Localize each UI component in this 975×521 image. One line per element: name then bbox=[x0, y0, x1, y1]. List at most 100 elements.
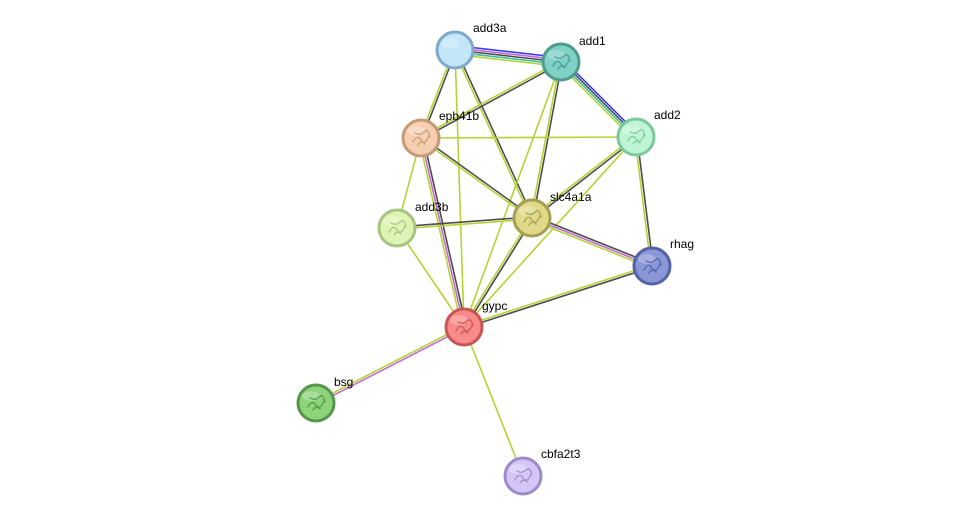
edge-evidence-line bbox=[396, 218, 533, 230]
edge-evidence-line bbox=[530, 135, 637, 218]
node-circle[interactable] bbox=[401, 118, 441, 158]
node-label: add3b bbox=[415, 200, 449, 214]
node-highlight bbox=[547, 50, 565, 60]
node-label: rhag bbox=[670, 237, 694, 251]
edge-evidence-line bbox=[420, 137, 465, 328]
node-highlight bbox=[407, 126, 425, 136]
edge-evidence-line bbox=[420, 136, 534, 218]
edge-evidence-line bbox=[453, 49, 532, 220]
protein-structure-icon bbox=[412, 130, 431, 146]
node-label: bsg bbox=[334, 375, 353, 389]
node-circle[interactable] bbox=[435, 30, 475, 70]
edge-add3b-gypc[interactable] bbox=[396, 227, 465, 328]
edge-evidence-line bbox=[463, 61, 562, 328]
edge-evidence-line bbox=[455, 48, 534, 219]
node-highlight bbox=[383, 216, 401, 226]
node-circle[interactable] bbox=[616, 117, 656, 157]
protein-structure-icon bbox=[523, 210, 542, 226]
edge-evidence-line bbox=[454, 49, 465, 328]
edge-evidence-line bbox=[396, 227, 465, 328]
node-gypc[interactable]: gypc bbox=[444, 299, 507, 347]
edge-evidence-line bbox=[531, 137, 638, 220]
edge-add2-slc4a1a[interactable] bbox=[530, 135, 638, 220]
edge-add3b-slc4a1a[interactable] bbox=[396, 216, 533, 230]
node-circle[interactable] bbox=[541, 42, 581, 82]
protein-structure-icon bbox=[307, 395, 326, 411]
edge-add3a-gypc[interactable] bbox=[454, 49, 465, 328]
node-add1[interactable]: add1 bbox=[541, 34, 606, 82]
edge-evidence-line bbox=[315, 327, 466, 405]
protein-structure-icon bbox=[455, 319, 474, 335]
node-rhag[interactable]: rhag bbox=[632, 237, 694, 286]
edge-add3a-slc4a1a[interactable] bbox=[453, 48, 534, 220]
node-circle[interactable] bbox=[632, 246, 672, 286]
edge-evidence-line bbox=[420, 62, 563, 140]
node-label: add1 bbox=[579, 34, 606, 48]
node-label: epb41b bbox=[439, 109, 479, 123]
edge-evidence-line bbox=[396, 216, 533, 228]
edge-evidence-line bbox=[462, 216, 532, 328]
edge-evidence-line bbox=[463, 266, 654, 329]
edge-evidence-line bbox=[419, 60, 562, 138]
protein-structure-icon bbox=[627, 129, 646, 145]
node-circle[interactable] bbox=[503, 456, 543, 496]
edge-evidence-line bbox=[464, 217, 534, 329]
edge-add1-gypc[interactable] bbox=[463, 61, 562, 328]
node-circle[interactable] bbox=[377, 208, 417, 248]
edge-evidence-line bbox=[634, 136, 652, 267]
node-epb41b[interactable]: epb41b bbox=[401, 109, 479, 158]
edge-evidence-line bbox=[419, 138, 533, 220]
protein-structure-icon bbox=[388, 220, 407, 236]
node-slc4a1a[interactable]: slc4a1a bbox=[512, 190, 592, 238]
edge-add2-gypc[interactable] bbox=[463, 136, 637, 328]
node-highlight bbox=[302, 391, 320, 401]
edge-evidence-line bbox=[462, 264, 653, 327]
node-highlight bbox=[441, 38, 459, 48]
node-add2[interactable]: add2 bbox=[616, 108, 681, 157]
edge-evidence-line bbox=[418, 137, 463, 329]
edge-evidence-line bbox=[463, 326, 524, 477]
edge-slc4a1a-gypc[interactable] bbox=[462, 216, 534, 329]
node-highlight bbox=[638, 254, 656, 264]
node-highlight bbox=[509, 464, 527, 474]
edge-add2-rhag[interactable] bbox=[634, 136, 654, 267]
edge-add1-slc4a1a[interactable] bbox=[530, 60, 563, 220]
edge-evidence-line bbox=[530, 60, 561, 219]
node-add3b[interactable]: add3b bbox=[377, 200, 449, 248]
protein-structure-icon bbox=[514, 468, 533, 484]
protein-structure-icon bbox=[552, 54, 571, 70]
edge-add2-epb41b[interactable] bbox=[420, 136, 637, 139]
edge-slc4a1a-rhag[interactable] bbox=[530, 215, 654, 269]
node-add3a[interactable]: add3a bbox=[435, 21, 507, 70]
edge-epb41b-slc4a1a[interactable] bbox=[419, 136, 534, 220]
edge-evidence-line bbox=[530, 219, 652, 269]
node-circle[interactable] bbox=[444, 307, 484, 347]
node-label: cbfa2t3 bbox=[541, 447, 581, 461]
node-highlight bbox=[622, 125, 640, 135]
node-label: gypc bbox=[482, 299, 507, 313]
edge-epb41b-gypc[interactable] bbox=[418, 136, 467, 329]
edge-evidence-line bbox=[420, 136, 637, 139]
edge-rhag-gypc[interactable] bbox=[462, 264, 654, 329]
nodes-layer: add3a add1 add2 epb41b add3b slc4a1a rhag gypc b… bbox=[296, 21, 694, 496]
edge-evidence-line bbox=[532, 61, 563, 220]
node-label: add3a bbox=[473, 21, 507, 35]
node-label: add2 bbox=[654, 108, 681, 122]
edge-evidence-line bbox=[422, 136, 467, 328]
edge-evidence-line bbox=[636, 136, 654, 267]
edge-evidence-line bbox=[532, 215, 654, 265]
node-label: slc4a1a bbox=[550, 190, 592, 204]
node-highlight bbox=[518, 206, 536, 216]
node-highlight bbox=[450, 315, 468, 325]
edges-layer bbox=[314, 44, 654, 477]
node-cbfa2t3[interactable]: cbfa2t3 bbox=[503, 447, 581, 496]
edge-evidence-line bbox=[531, 217, 653, 267]
edge-add1-epb41b[interactable] bbox=[419, 60, 563, 140]
node-bsg[interactable]: bsg bbox=[296, 375, 353, 423]
edge-evidence-line bbox=[463, 136, 637, 328]
node-circle[interactable] bbox=[512, 198, 552, 238]
node-circle[interactable] bbox=[296, 383, 336, 423]
edge-gypc-bsg[interactable] bbox=[314, 325, 466, 405]
edge-gypc-cbfa2t3[interactable] bbox=[463, 326, 524, 477]
